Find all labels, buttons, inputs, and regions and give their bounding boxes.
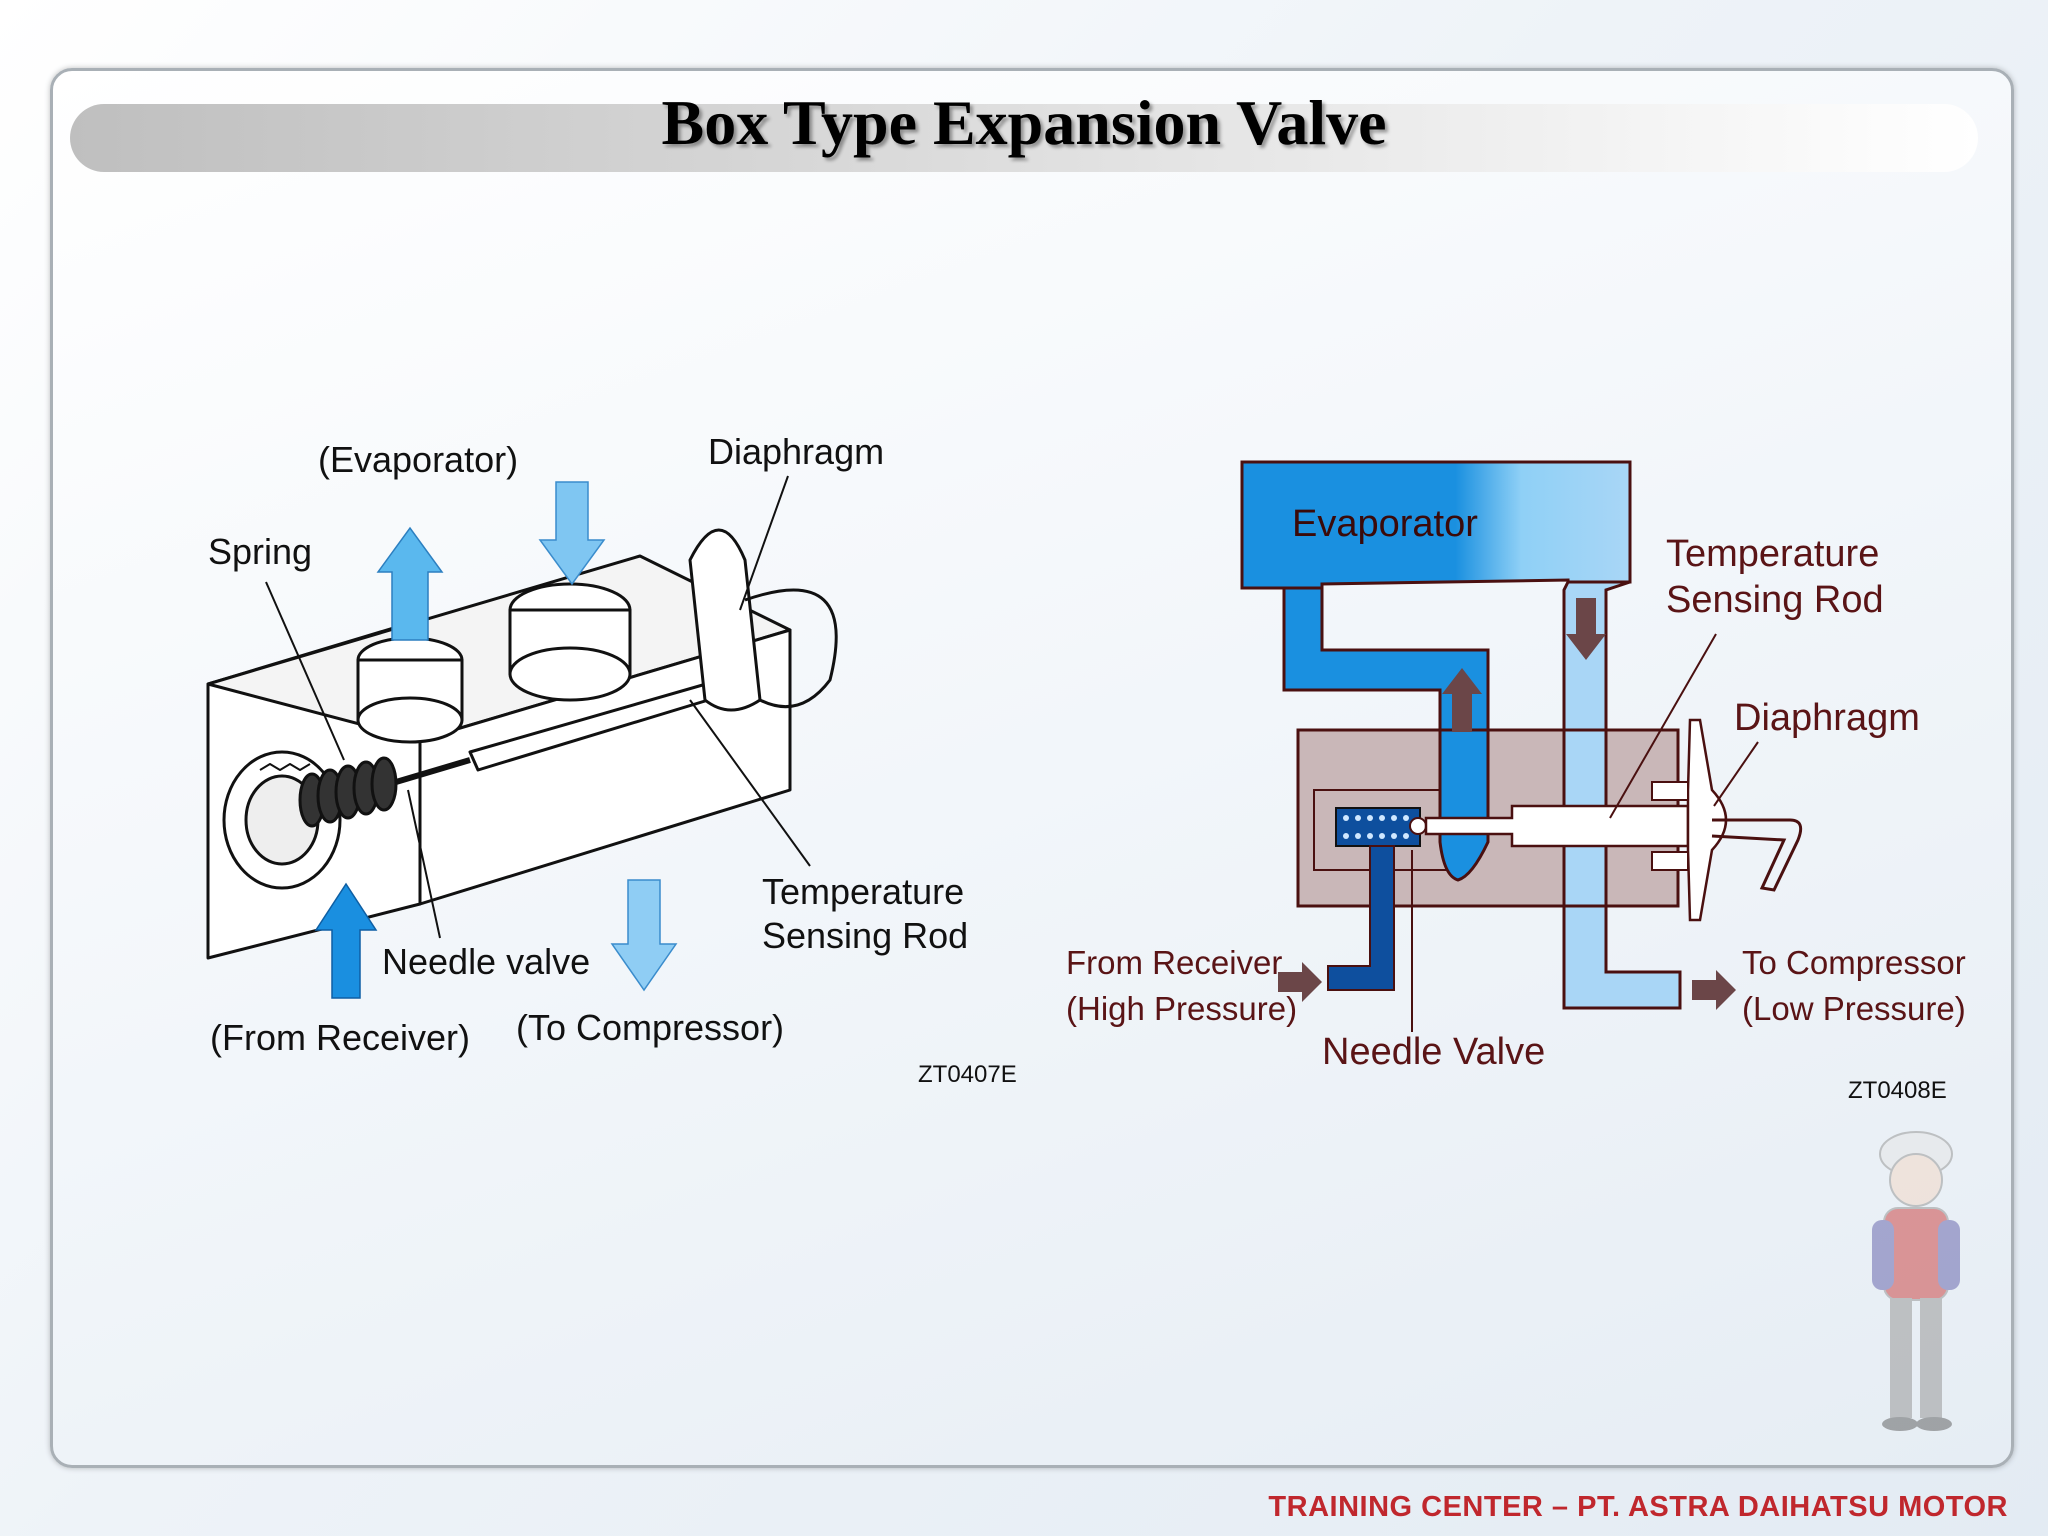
- right-flow-arrows: [1278, 598, 1736, 1010]
- arrow-right-to-compressor: [1692, 970, 1736, 1010]
- left-label-spring: Spring: [208, 531, 312, 572]
- left-valve-cutaway: [206, 528, 838, 960]
- high-pressure-inlet-channel: [1327, 845, 1395, 991]
- left-label-to-compressor: (To Compressor): [516, 1007, 784, 1048]
- footer-brand: TRAINING CENTER – PT. ASTRA DAIHATSU MOT…: [1268, 1491, 2008, 1523]
- right-label-evaporator: Evaporator: [1292, 503, 1478, 545]
- arrow-up-to-evaporator: [1442, 668, 1482, 732]
- left-label-diaphragm: Diaphragm: [708, 431, 884, 472]
- left-label-temp-rod-2: Sensing Rod: [762, 915, 968, 956]
- needle-valve-spring-block: [1335, 807, 1421, 847]
- left-label-from-receiver: (From Receiver): [210, 1017, 470, 1058]
- arrow-up-from-receiver: [314, 882, 378, 999]
- right-label-from-receiver-2: (High Pressure): [1066, 990, 1297, 1027]
- left-flow-arrows: [314, 481, 678, 999]
- arrow-down-evaporator-in: [538, 481, 606, 586]
- diaphragm-tube: [1711, 818, 1803, 892]
- right-label-to-compressor-1: To Compressor: [1742, 944, 1966, 981]
- arrow-right-from-receiver: [1278, 962, 1322, 1002]
- right-label-needle-valve: Needle Valve: [1322, 1031, 1545, 1073]
- diaphragm-housing: [688, 528, 762, 712]
- right-label-to-compressor-2: (Low Pressure): [1742, 990, 1966, 1027]
- right-valve-schematic: [1240, 460, 1803, 1010]
- title-bar: [70, 104, 1978, 172]
- right-label-temp-rod-1: Temperature: [1666, 533, 1879, 575]
- diaphragm-loop: [744, 588, 838, 709]
- right-label-diaphragm: Diaphragm: [1734, 697, 1920, 739]
- left-label-temp-rod-1: Temperature: [762, 871, 964, 912]
- right-diagram-code: ZT0408E: [1848, 1077, 1947, 1104]
- needle-valve-stem: [395, 757, 471, 785]
- diaphragm-schematic: [1686, 718, 1728, 922]
- right-leader-lines: [1411, 633, 1759, 1032]
- needle-valve-ball: [1409, 817, 1427, 835]
- arrow-down-to-compressor: [610, 879, 678, 992]
- slide-title: Box Type Expansion Valve: [661, 87, 1387, 158]
- mascot-figure: [1872, 1131, 1960, 1431]
- right-label-temp-rod-2: Sensing Rod: [1666, 579, 1884, 621]
- spring: [298, 756, 398, 828]
- left-label-evaporator: (Evaporator): [318, 439, 518, 480]
- arrow-up-evaporator-out: [376, 526, 444, 641]
- right-label-from-receiver-1: From Receiver: [1066, 944, 1282, 981]
- left-diagram-code: ZT0407E: [918, 1061, 1017, 1088]
- left-leader-lines: [265, 475, 811, 939]
- evaporator-box: [1240, 460, 1632, 590]
- left-label-needle-valve: Needle valve: [382, 941, 590, 982]
- arrow-down-from-evaporator: [1566, 598, 1606, 660]
